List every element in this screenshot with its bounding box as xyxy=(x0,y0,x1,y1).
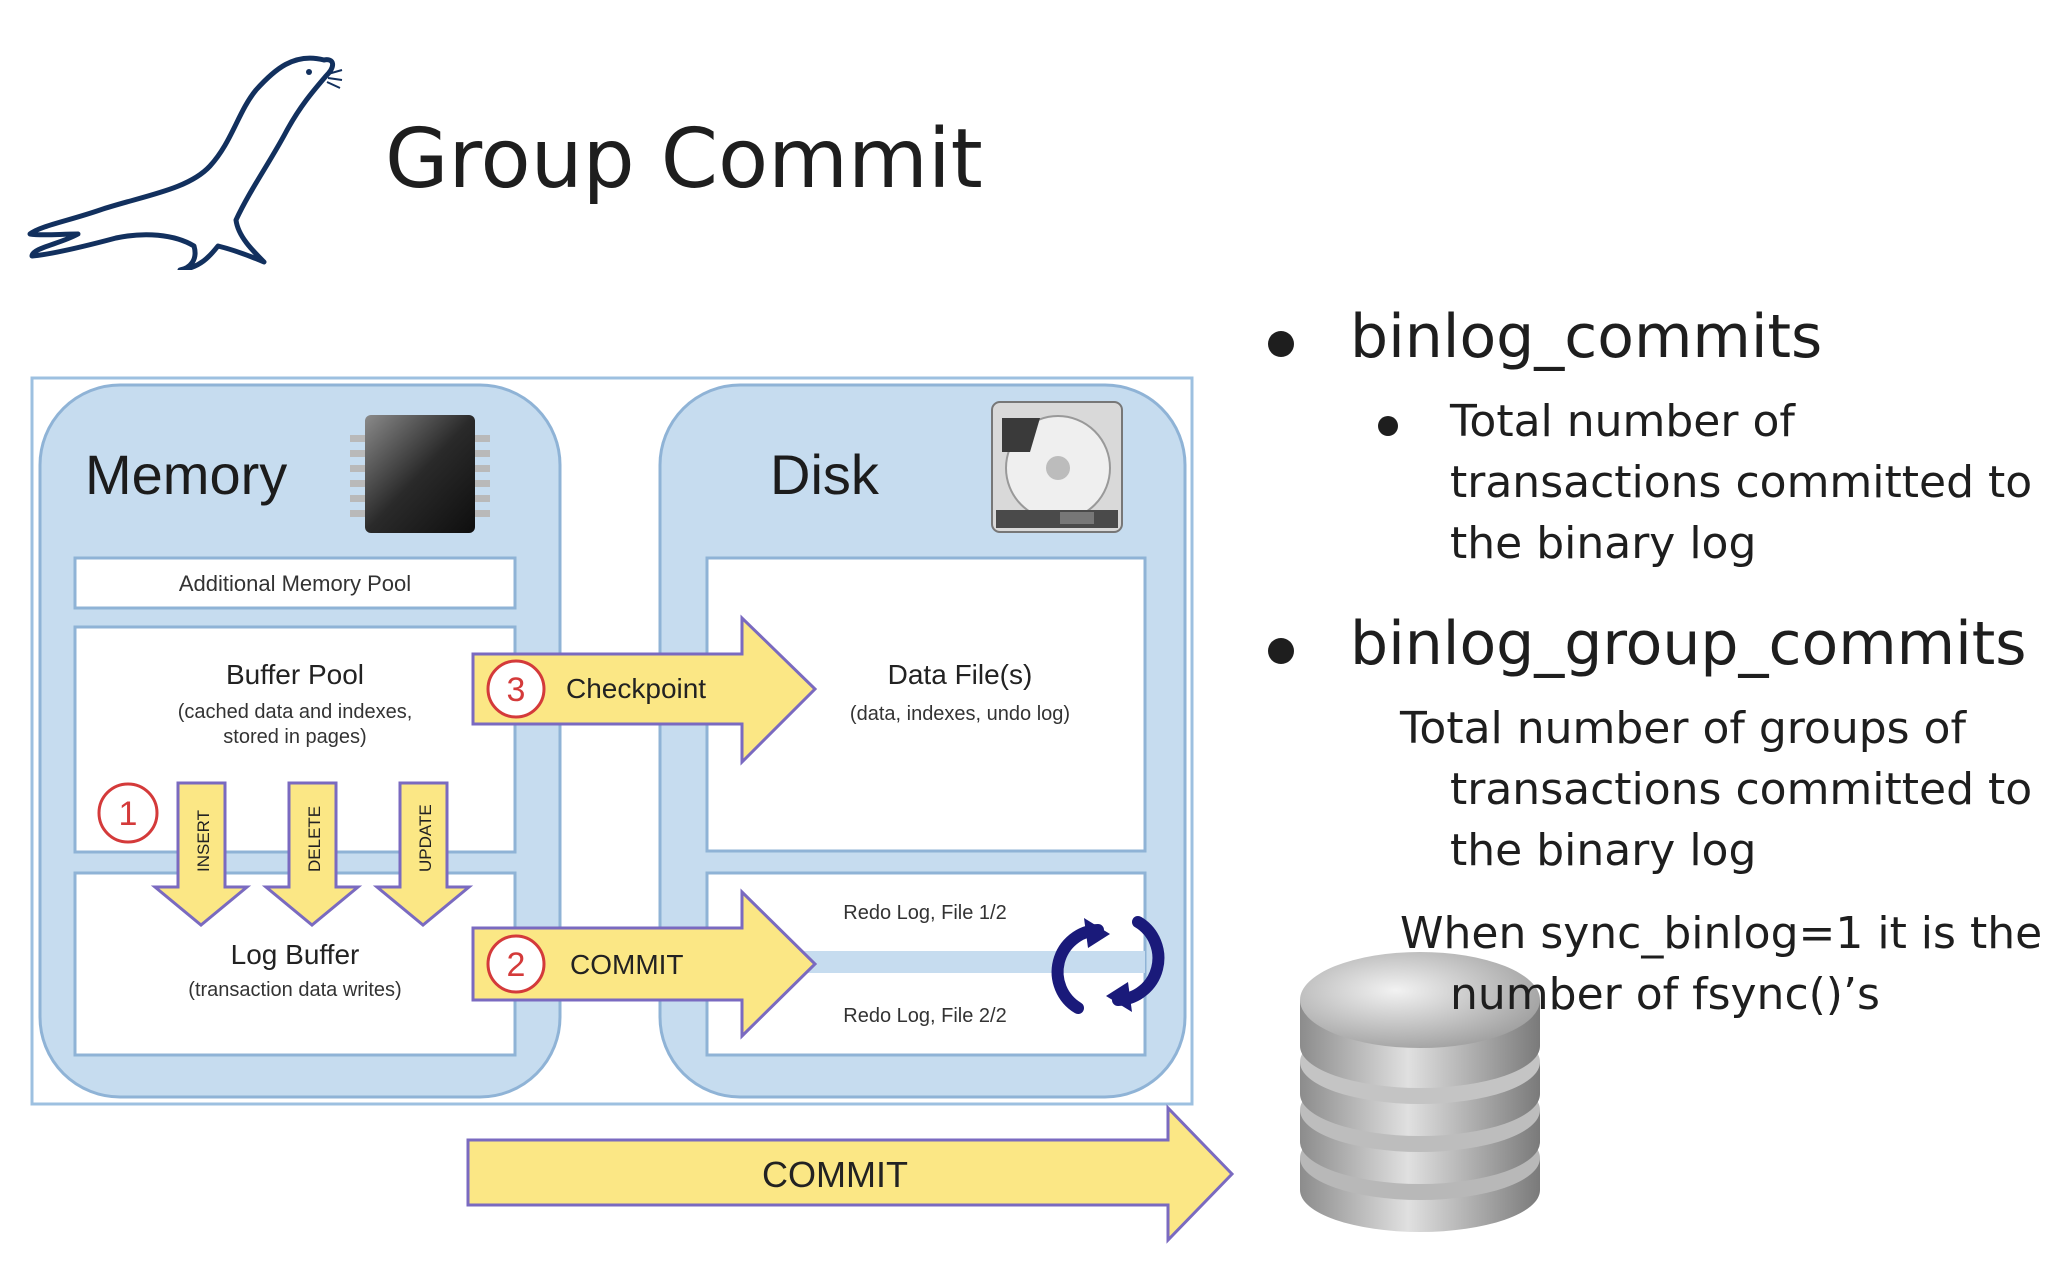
update-label: UPDATE xyxy=(416,804,435,872)
insert-arrow xyxy=(150,781,252,927)
bullet-binlog-group-commits: binlog_group_commits xyxy=(1260,602,2027,686)
sub-bullet-binlog-commits-desc: Total number of transactions committed t… xyxy=(1260,391,2032,574)
step-2-circle xyxy=(486,934,546,994)
log-buffer-subtitle: (transaction data writes) xyxy=(188,979,401,1001)
checkpoint-label: Checkpoint xyxy=(566,673,706,704)
redo-log-file-1: Redo Log, File 1/2 xyxy=(843,902,1006,924)
delete-label: DELETE xyxy=(305,806,324,872)
step-1-circle xyxy=(97,782,159,844)
buffer-pool-title: Buffer Pool xyxy=(226,659,364,690)
bullet-dot xyxy=(1378,416,1398,436)
page-title: Group Commit xyxy=(385,112,983,207)
data-files-subtitle: (data, indexes, undo log) xyxy=(850,703,1070,725)
step-3-number: 3 xyxy=(507,671,526,709)
redo-log-divider xyxy=(707,951,1145,973)
commit-label: COMMIT xyxy=(570,949,684,980)
buffer-pool-subtitle-2: stored in pages) xyxy=(223,726,366,748)
redo-log-file-2: Redo Log, File 2/2 xyxy=(843,1005,1006,1027)
bullet-list: binlog_commits Total number of transacti… xyxy=(1260,295,2043,1025)
log-rotation-cycle-icon xyxy=(1051,916,1165,1014)
bullet-dot xyxy=(1268,638,1294,664)
bullet-binlog-commits: binlog_commits xyxy=(1260,295,2020,379)
binlog-group-commits-desc: Total number of groups of transactions c… xyxy=(1400,703,2033,876)
bottom-commit-arrow xyxy=(466,1104,1235,1244)
update-arrow xyxy=(372,781,474,927)
hard-disk-icon xyxy=(991,401,1123,533)
log-buffer-title: Log Buffer xyxy=(231,939,360,970)
memory-label: Memory xyxy=(85,443,287,506)
checkpoint-arrow xyxy=(471,614,818,766)
mariadb-seal-logo-icon xyxy=(27,55,343,270)
bottom-commit-label: COMMIT xyxy=(762,1154,908,1195)
sync-binlog-note: When sync_binlog=1 it is the number of f… xyxy=(1400,908,2043,1020)
commit-arrow xyxy=(471,888,818,1040)
additional-memory-pool-label: Additional Memory Pool xyxy=(179,571,411,596)
binary-log-database-icon xyxy=(1300,952,1540,1232)
step-3-circle xyxy=(486,659,546,719)
step-2-number: 2 xyxy=(507,946,526,984)
delete-arrow xyxy=(261,781,363,927)
disk-label: Disk xyxy=(770,443,880,506)
buffer-pool-subtitle-1: (cached data and indexes, xyxy=(178,701,413,723)
memory-chip-icon xyxy=(350,415,490,533)
bullet-dot xyxy=(1268,331,1294,357)
step-1-number: 1 xyxy=(119,795,138,833)
data-files-title: Data File(s) xyxy=(888,659,1033,690)
insert-label: INSERT xyxy=(194,810,213,872)
additional-memory-pool-box xyxy=(73,556,517,610)
